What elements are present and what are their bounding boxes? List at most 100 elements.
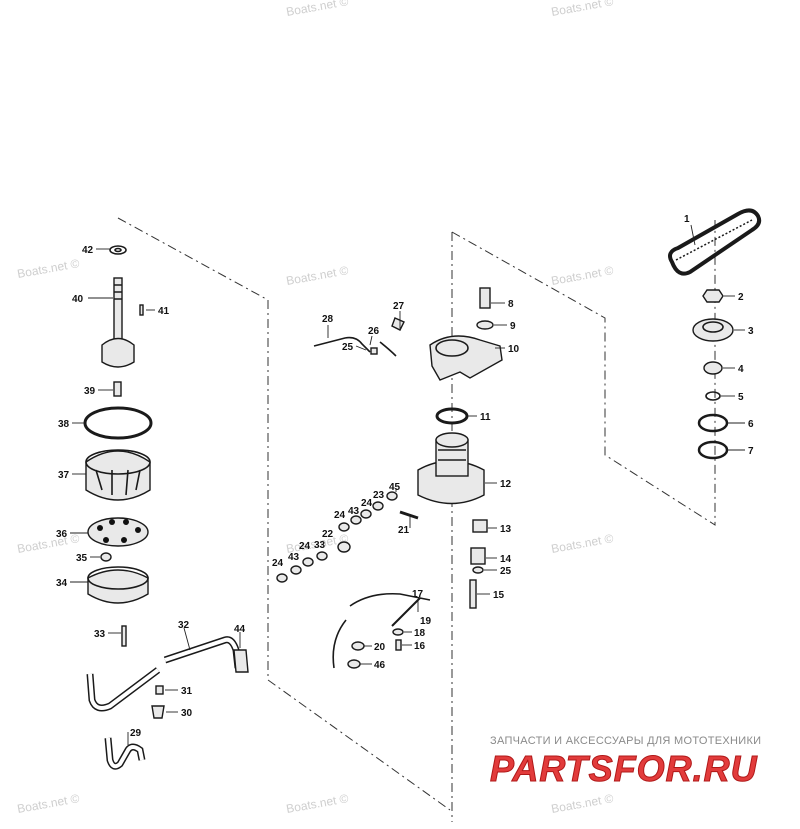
- callout-label: 24: [334, 510, 346, 521]
- part-39-bolt: [113, 381, 122, 397]
- part-34-base: [87, 569, 149, 604]
- part-33-washer: [316, 551, 328, 561]
- callout-label: 3: [748, 326, 754, 337]
- part-40-hub: [101, 337, 135, 368]
- watermark: Boats.net ©: [285, 791, 350, 816]
- callout-label: 6: [748, 419, 754, 430]
- part-6-ring: [697, 413, 729, 433]
- callout-label: 24: [272, 558, 284, 569]
- callout-label: 41: [158, 306, 170, 317]
- callout-label: 16: [414, 641, 426, 652]
- part-38-ring: [83, 406, 153, 440]
- part-45-nut: [386, 491, 398, 501]
- part-43-washer-b: [290, 565, 302, 575]
- part-31-clip: [155, 685, 164, 695]
- callout-label: 26: [368, 326, 380, 337]
- part-42-nut: [109, 245, 127, 255]
- callout-label: 19: [420, 616, 432, 627]
- part-16-bolt: [395, 639, 402, 651]
- callout-label: 36: [56, 529, 68, 540]
- callout-label: 4: [738, 364, 744, 375]
- callout-label: 5: [738, 392, 744, 403]
- part-2-nut: [702, 289, 724, 303]
- callout-label: 43: [288, 552, 300, 563]
- part-9-washer: [476, 320, 494, 330]
- part-4-spacer: [703, 361, 723, 375]
- callout-label: 17: [412, 589, 424, 600]
- callout-label: 44: [234, 624, 246, 635]
- center-assembly: [276, 287, 503, 669]
- callout-label: 30: [181, 708, 193, 719]
- part-21-screw: [399, 510, 419, 520]
- watermark: Boats.net ©: [16, 531, 81, 556]
- dash-line-center: [451, 220, 716, 526]
- callout-label: 2: [738, 292, 744, 303]
- part-22-spacer: [337, 541, 351, 553]
- callout-label: 15: [493, 590, 505, 601]
- part-14-block: [470, 547, 486, 565]
- callout-label: 11: [480, 412, 491, 423]
- callout-label: 29: [130, 728, 142, 739]
- part-13-block: [472, 519, 488, 533]
- callout-label: 42: [82, 245, 94, 256]
- callout-label: 37: [58, 470, 70, 481]
- part-7-ring: [697, 440, 729, 460]
- part-28-wire: [313, 336, 371, 353]
- callout-label: 12: [500, 479, 512, 490]
- part-8-bolt: [479, 287, 491, 309]
- callout-label: 10: [508, 344, 520, 355]
- part-32-hose: [163, 636, 242, 669]
- watermark: Boats.net ©: [550, 531, 615, 556]
- part-15-bolt: [469, 579, 477, 609]
- callout-label: 23: [373, 490, 385, 501]
- part-1-belt: [668, 208, 762, 276]
- part-3-pulley: [692, 318, 734, 342]
- callout-label: 43: [348, 506, 360, 517]
- callout-label: 25: [500, 566, 512, 577]
- callout-labels: 1 2 3 4 5 6 7 8 9 10 11 12 13 14 25 15 2…: [56, 214, 754, 739]
- watermark: Boats.net ©: [16, 256, 81, 281]
- part-10-bracket: [429, 335, 503, 381]
- callout-label: 22: [322, 529, 334, 540]
- right-assembly: [668, 208, 762, 460]
- part-24-nut-b: [338, 522, 350, 532]
- brand-tagline: ЗАПЧАСТИ И АКСЕССУАРЫ ДЛЯ МОТОТЕХНИКИ: [490, 735, 762, 747]
- callout-label: 31: [181, 686, 193, 697]
- part-17-coil-bracket: [349, 592, 431, 607]
- part-43-washer: [350, 515, 362, 525]
- part-37-flywheel: [85, 450, 151, 501]
- callout-label: 38: [58, 419, 70, 430]
- part-46-nut: [347, 659, 361, 669]
- callout-label: 24: [361, 498, 373, 509]
- watermark: Boats.net ©: [550, 791, 615, 816]
- assembly-dash-lines: [117, 217, 716, 822]
- callout-label: 45: [389, 482, 401, 493]
- part-30-cap: [151, 705, 165, 719]
- part-24-nut-c: [302, 557, 314, 567]
- watermark: Boats.net ©: [285, 263, 350, 288]
- left-assembly: [83, 245, 249, 770]
- part-19-wire: [391, 597, 421, 627]
- part-18-grommet: [392, 628, 404, 636]
- callout-label: 39: [84, 386, 96, 397]
- callout-label: 14: [500, 554, 512, 565]
- part-27-clip: [391, 317, 405, 331]
- callout-label: 8: [508, 299, 514, 310]
- callout-label: 46: [374, 660, 386, 671]
- part-11-oring: [435, 407, 469, 425]
- callout-label: 27: [393, 301, 405, 312]
- callout-label: 25: [342, 342, 354, 353]
- part-24-nut: [360, 509, 372, 519]
- part-20-nut: [351, 641, 365, 651]
- part-25-washer: [472, 566, 484, 574]
- callout-label: 13: [500, 524, 512, 535]
- watermark: Boats.net ©: [550, 263, 615, 288]
- callout-label: 40: [72, 294, 84, 305]
- callout-label: 34: [56, 578, 68, 589]
- part-44-fitting: [233, 649, 249, 673]
- part-36-stator-plate: [87, 517, 149, 547]
- leader-lines: [70, 224, 745, 745]
- watermark: Boats.net ©: [285, 0, 350, 19]
- callout-label: 1: [684, 214, 690, 225]
